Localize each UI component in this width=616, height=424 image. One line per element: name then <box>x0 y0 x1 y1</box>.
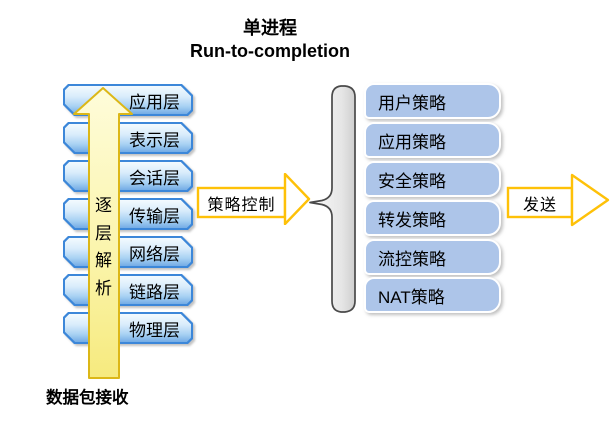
policy-box-label: 流控策略 <box>378 249 446 269</box>
policy-box-forwarding: 转发策略 <box>364 200 501 236</box>
layer-box-session: 会话层 <box>63 160 193 192</box>
title-line-en: Run-to-completion <box>190 41 350 61</box>
policy-box-flow-control: 流控策略 <box>364 239 501 275</box>
policy-box-label: 安全策略 <box>378 171 446 191</box>
policy-box-label: 用户策略 <box>378 93 446 113</box>
layer-box-physical: 物理层 <box>63 312 193 344</box>
policy-box-application: 应用策略 <box>364 122 501 158</box>
brace-icon <box>309 85 356 313</box>
layer-box-fill <box>65 162 192 191</box>
policy-box-user: 用户策略 <box>364 83 501 119</box>
layer-box-fill <box>65 124 192 153</box>
packet-receive-label: 数据包接收 <box>46 389 129 407</box>
layer-box-fill <box>65 238 192 267</box>
diagram-title: 单进程 Run-to-completion <box>115 17 425 62</box>
layer-box-label: 物理层 <box>129 320 180 340</box>
title-line-cn: 单进程 <box>243 18 297 38</box>
layer-box-label: 应用层 <box>129 92 180 112</box>
policy-control-label: 策略控制 <box>207 196 276 214</box>
policy-box-security: 安全策略 <box>364 161 501 197</box>
layer-box-label: 会话层 <box>129 168 180 188</box>
layer-box-label: 链路层 <box>129 282 180 302</box>
up-arrow-vertical-label: 逐层解析 <box>95 196 112 298</box>
layer-box-label: 表示层 <box>129 130 180 150</box>
layer-box-presentation: 表示层 <box>63 122 193 154</box>
layer-box-transport: 传输层 <box>63 198 193 230</box>
layer-box-label: 传输层 <box>129 206 180 226</box>
policy-box-label: 应用策略 <box>378 132 446 152</box>
layer-box-network: 网络层 <box>63 236 193 268</box>
policy-box-label: 转发策略 <box>378 210 446 230</box>
up-arrow-icon <box>73 87 133 379</box>
right-arrow-icon <box>196 173 311 225</box>
policy-box-nat: NAT策略 <box>364 277 501 313</box>
layer-box-fill <box>65 200 192 229</box>
policy-control-arrow: 策略控制 <box>196 173 312 225</box>
layer-box-link: 链路层 <box>63 274 193 306</box>
layer-box-fill <box>65 314 192 343</box>
send-label: 发送 <box>522 196 557 214</box>
layer-box-label: 网络层 <box>129 244 180 264</box>
right-arrow-icon <box>506 173 610 227</box>
send-arrow: 发送 <box>506 173 610 227</box>
layer-box-fill <box>65 276 192 305</box>
policy-box-label: NAT策略 <box>378 287 445 307</box>
